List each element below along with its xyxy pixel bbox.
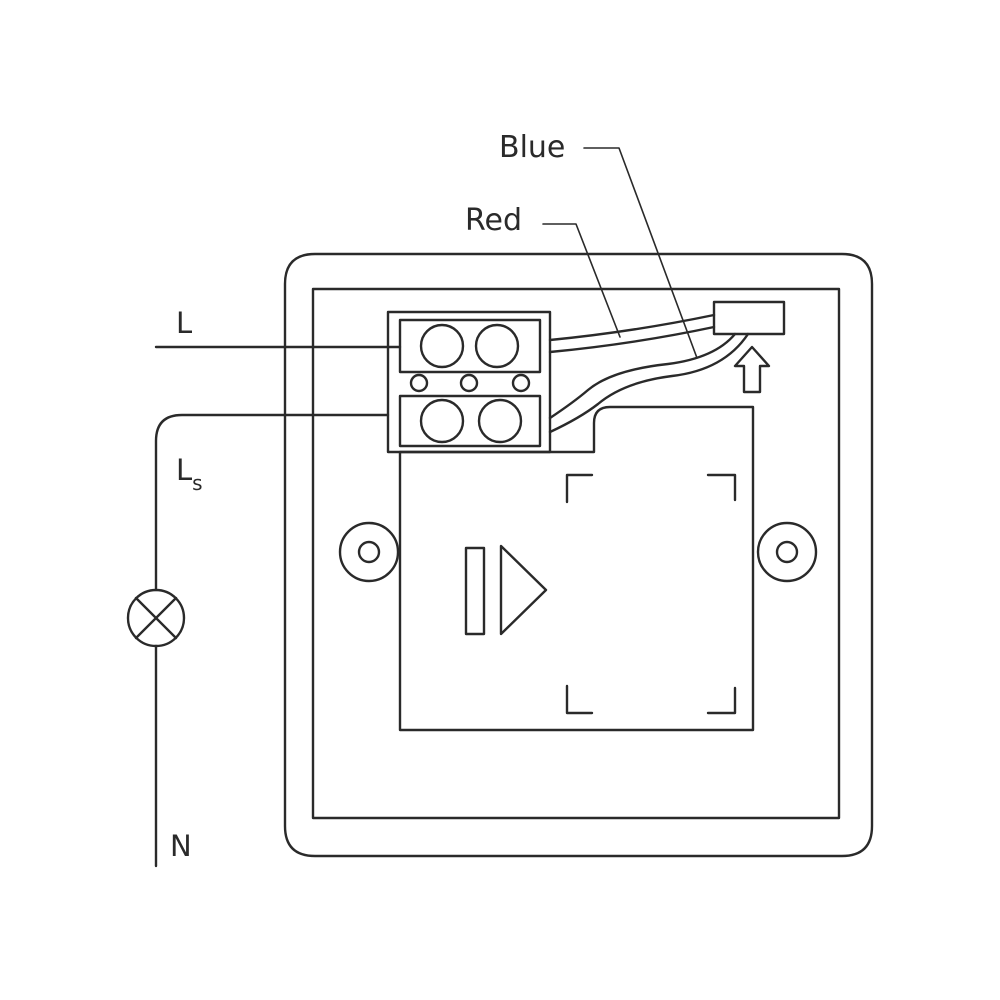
wire-connector <box>712 300 786 336</box>
dimmer-module <box>398 405 755 732</box>
red-leader-line <box>542 223 621 338</box>
arrow-up-icon <box>733 345 771 394</box>
terminal-block <box>386 310 552 454</box>
blue-leader-line <box>583 147 698 359</box>
neutral-label: N <box>170 829 192 863</box>
terminal-hole <box>511 373 531 393</box>
blue-wire <box>548 332 750 434</box>
terminal-screw <box>474 323 520 369</box>
plate-inner-edge <box>311 287 841 820</box>
live-label: L <box>176 306 192 340</box>
plate-outer-edge <box>283 252 874 858</box>
left-fixing-screw <box>338 521 400 583</box>
lamp-cross-icon <box>126 588 186 648</box>
terminal-screw <box>419 398 465 444</box>
terminal-screw <box>477 398 523 444</box>
knob-frame-marks <box>565 473 737 715</box>
terminal-screw <box>419 323 465 369</box>
blue-label: Blue <box>499 130 565 165</box>
switched-live-label: Ls <box>176 453 203 495</box>
red-label: Red <box>465 203 522 238</box>
switched-live-main: L <box>176 453 192 487</box>
play-indicator-icon <box>464 544 548 636</box>
terminal-hole <box>459 373 479 393</box>
switched-live-wire <box>154 413 390 592</box>
switched-live-subscript: s <box>192 471 202 495</box>
right-fixing-screw <box>756 521 818 583</box>
red-wire <box>548 313 716 354</box>
terminal-hole <box>409 373 429 393</box>
switch-plate <box>283 252 874 858</box>
